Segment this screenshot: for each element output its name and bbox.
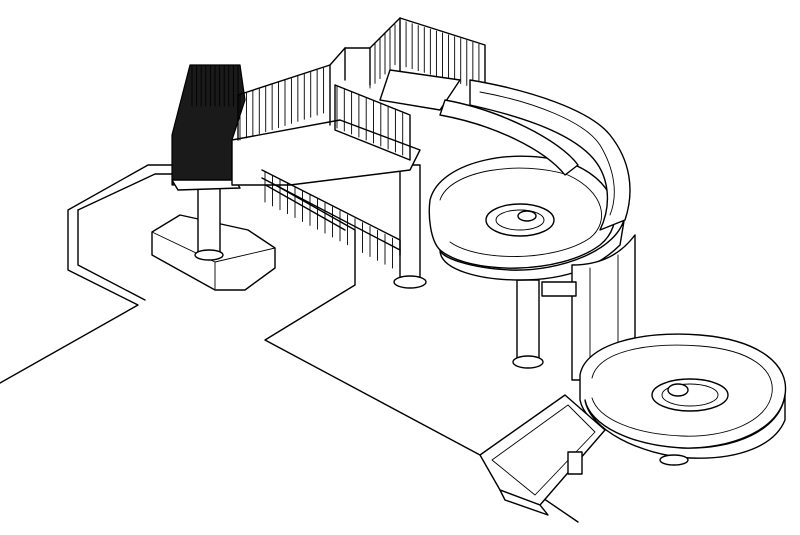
tower-platform (231, 17, 486, 273)
center-support-posts (393, 164, 544, 369)
lower-spiral-flume (579, 333, 787, 466)
left-support-post (151, 184, 276, 291)
exit-runout-flume (479, 394, 606, 516)
upper-spiral-flume (428, 79, 631, 281)
